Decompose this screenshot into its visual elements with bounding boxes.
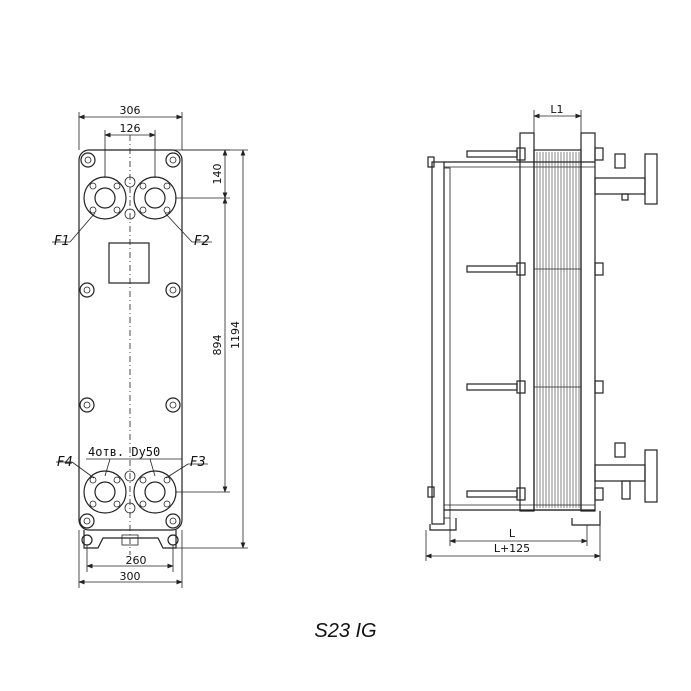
side-fixed-plate [431, 161, 445, 525]
label-f3: F3 [190, 455, 206, 470]
dim-126: 126 [120, 122, 141, 135]
port-f3 [133, 470, 177, 514]
dim-894: 894 [211, 335, 224, 356]
dim-l-plus-125: L+125 [494, 542, 530, 555]
side-nozzle-bottom [594, 442, 658, 503]
model-caption: S23 IG [314, 620, 377, 642]
dim-1194: 1194 [229, 321, 242, 349]
front-view: 306 126 140 894 1194 260 300 F1 [52, 104, 248, 588]
port-note: 4отв. Dy50 [88, 445, 160, 459]
front-window [108, 242, 150, 284]
side-tie-rods [427, 147, 604, 501]
dim-300: 300 [120, 570, 141, 583]
front-foot [83, 530, 177, 549]
dim-140: 140 [211, 164, 224, 185]
side-pressure-plate [519, 132, 535, 512]
label-f2: F2 [194, 234, 210, 249]
front-plate-outline [78, 149, 183, 531]
label-f4: F4 [57, 455, 73, 470]
port-f2 [133, 176, 177, 220]
side-nozzle-top [594, 153, 658, 205]
front-bolts [79, 152, 181, 546]
dim-306: 306 [120, 104, 141, 117]
dim-l1: L1 [550, 103, 563, 116]
label-f1: F1 [54, 234, 70, 249]
port-f1 [83, 176, 127, 220]
port-f4 [83, 470, 127, 514]
side-view: L1 L L+125 [425, 103, 658, 561]
dim-260: 260 [126, 554, 147, 567]
side-plate-pack [533, 149, 582, 511]
dim-l: L [509, 527, 516, 540]
